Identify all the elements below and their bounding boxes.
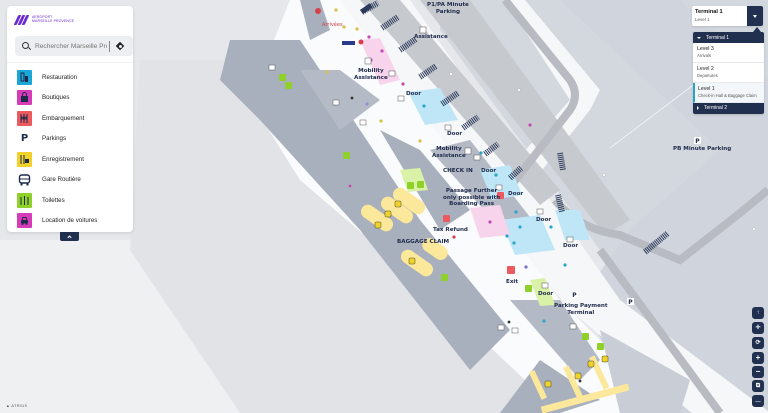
menu-pointer bbox=[753, 27, 761, 32]
caret-down-icon bbox=[697, 36, 701, 39]
level-name: Level 2 bbox=[697, 65, 714, 72]
logo-mark-icon bbox=[13, 15, 30, 25]
category-label: Embarquement bbox=[42, 114, 85, 122]
more-icon: … bbox=[755, 398, 761, 404]
map-label-door-7: Door bbox=[538, 291, 554, 297]
zoom-out-button[interactable]: − bbox=[752, 366, 764, 378]
move-icon: ✛ bbox=[755, 325, 761, 331]
category-legend: Restauration Boutiques Embarquement P Pa… bbox=[7, 62, 133, 231]
map-label-mobility-assistance-2: Mobility Assistance bbox=[432, 146, 466, 159]
map-attribution[interactable]: ▲ ATRIUS bbox=[6, 404, 28, 408]
category-embarquement[interactable]: Embarquement bbox=[7, 108, 133, 129]
category-location-voitures[interactable]: Location de voitures bbox=[7, 211, 133, 232]
external-link-icon: ⧉ bbox=[755, 383, 761, 389]
parking-icon: P bbox=[17, 131, 32, 147]
restaurant-icon bbox=[17, 69, 32, 85]
collapse-sidebar-button[interactable] bbox=[60, 232, 79, 241]
category-label: Toilettes bbox=[42, 196, 65, 204]
terminal-name: Terminal 1 bbox=[706, 34, 730, 41]
map-label-passage-boarding: Passage Further only possible with Board… bbox=[443, 188, 501, 208]
directions-icon[interactable] bbox=[115, 41, 125, 51]
category-label: Enregistrement bbox=[42, 155, 84, 163]
chevron-up-icon bbox=[67, 235, 72, 240]
svg-text:P: P bbox=[695, 138, 700, 145]
compass-button[interactable]: ↑ bbox=[752, 307, 764, 319]
map-label-p1-parking: P1/PA Minute Parking bbox=[427, 2, 469, 15]
map-label-check-in: CHECK IN bbox=[443, 168, 473, 174]
category-gare-routiere[interactable]: Gare Routière bbox=[7, 170, 133, 191]
level-desc: Check-in Hall & Baggage Claim bbox=[698, 92, 757, 98]
svg-text:P: P bbox=[628, 299, 633, 306]
open-external-button[interactable]: ⧉ bbox=[752, 380, 764, 392]
level-menu: Terminal 1 Level 3 Arrivals Level 2 Depa… bbox=[693, 32, 764, 114]
search-icon bbox=[20, 39, 34, 53]
minus-icon: − bbox=[755, 367, 761, 376]
category-label: Restauration bbox=[42, 73, 78, 81]
category-enregistrement[interactable]: Enregistrement bbox=[7, 149, 133, 170]
map-label-tax-refund: Tax Refund bbox=[433, 227, 468, 233]
map-label-pb-parking: PB Minute Parking bbox=[673, 146, 732, 152]
airport-logo[interactable]: AEROPORT MARSEILLE PROVENCE bbox=[13, 15, 75, 25]
category-label: Gare Routière bbox=[42, 176, 81, 184]
category-label: Boutiques bbox=[42, 94, 70, 102]
map-label-door-3: Door bbox=[481, 168, 497, 174]
level-name: Level 3 bbox=[697, 46, 714, 52]
level-selector[interactable]: Terminal 1 Level 1 bbox=[692, 6, 763, 26]
level-selector-toggle[interactable] bbox=[747, 6, 763, 26]
bus-icon bbox=[17, 172, 32, 188]
map-label-door-5: Door bbox=[536, 217, 552, 223]
caret-right-icon bbox=[697, 106, 699, 111]
sidebar-panel: AEROPORT MARSEILLE PROVENCE Restauration… bbox=[7, 6, 133, 232]
map-label-mobility-assistance-1: Mobility Assistance bbox=[354, 68, 388, 81]
current-level: Level 1 bbox=[695, 17, 710, 22]
plus-icon: + bbox=[755, 353, 761, 362]
rotate-icon: ⟳ bbox=[755, 340, 761, 346]
zoom-in-button[interactable]: + bbox=[752, 352, 764, 364]
checkin-icon bbox=[17, 151, 32, 167]
reset-rotation-button[interactable]: ⟳ bbox=[752, 337, 764, 349]
map-label-assistance: Assistance bbox=[414, 34, 448, 40]
search-divider bbox=[109, 40, 110, 52]
level-name: Level 1 bbox=[698, 85, 715, 92]
category-restauration[interactable]: Restauration bbox=[7, 67, 133, 88]
category-parkings[interactable]: P Parkings bbox=[7, 129, 133, 150]
map-label-door-1: Door bbox=[406, 91, 422, 97]
map-label-arrivals: Arrivées bbox=[322, 22, 343, 28]
map-label-door-4: Door bbox=[508, 191, 524, 197]
category-toilettes[interactable]: Toilettes bbox=[7, 190, 133, 211]
compass-icon: ↑ bbox=[756, 310, 760, 316]
map-label-baggage-claim: BAGGAGE CLAIM bbox=[397, 239, 450, 245]
svg-text:P: P bbox=[572, 292, 577, 299]
car-rental-icon bbox=[17, 213, 32, 229]
map-label-parking-payment: Parking Payment Terminal bbox=[554, 303, 608, 316]
category-label: Parkings bbox=[42, 135, 67, 143]
level-option-2[interactable]: Level 2 Departures bbox=[693, 63, 764, 83]
logo-text: AEROPORT MARSEILLE PROVENCE bbox=[32, 15, 75, 23]
chevron-down-icon bbox=[753, 14, 757, 18]
level-option-1[interactable]: Level 1 Check-in Hall & Baggage Claim bbox=[693, 82, 764, 103]
level-desc: Arrivals bbox=[697, 53, 711, 58]
category-label: Location de voitures bbox=[42, 217, 98, 225]
level-option-3[interactable]: Level 3 Arrivals bbox=[693, 43, 764, 63]
terminal-name: Terminal 2 bbox=[704, 105, 728, 112]
attribution-text: ATRIUS bbox=[11, 404, 28, 408]
category-boutiques[interactable]: Boutiques bbox=[7, 88, 133, 109]
map-label-door-6: Door bbox=[563, 243, 579, 249]
search-input[interactable] bbox=[35, 42, 107, 50]
level-desc: Departures bbox=[697, 72, 718, 78]
pan-button[interactable]: ✛ bbox=[752, 322, 764, 334]
terminal-1-header[interactable]: Terminal 1 bbox=[693, 32, 764, 43]
search-bar bbox=[15, 36, 133, 56]
map-label-exit: Exit bbox=[506, 279, 519, 285]
more-button[interactable]: … bbox=[752, 395, 764, 407]
toilets-icon bbox=[17, 192, 32, 208]
terminal-2-header[interactable]: Terminal 2 bbox=[693, 102, 764, 114]
current-terminal: Terminal 1 bbox=[695, 9, 723, 15]
map-label-door-2: Door bbox=[447, 131, 463, 137]
boarding-icon bbox=[17, 110, 32, 126]
shopping-bag-icon bbox=[17, 90, 32, 106]
